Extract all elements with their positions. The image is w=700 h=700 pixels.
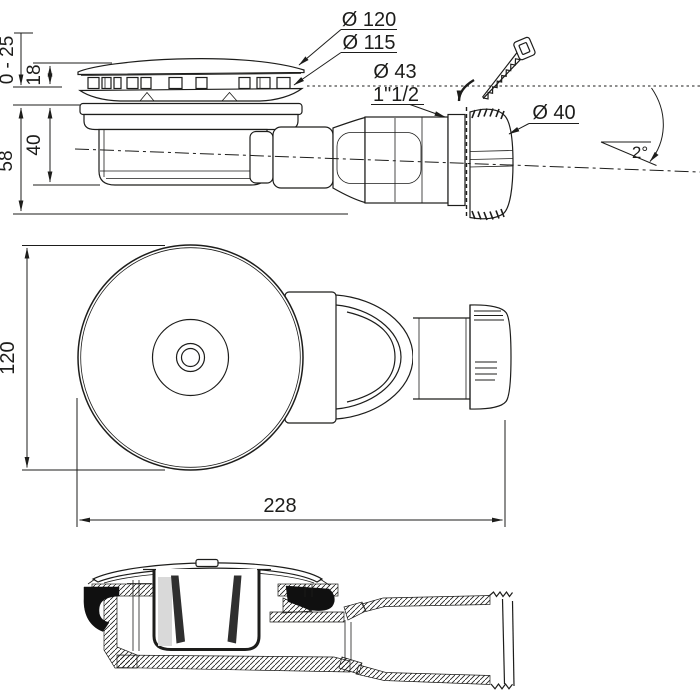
label-cap-diameter: Ø 120 — [342, 9, 396, 31]
water-shading — [158, 577, 172, 646]
top-cap-circle — [77, 244, 304, 471]
dim-cap-diameter: 120 — [0, 341, 19, 374]
right-fin — [227, 575, 242, 644]
dim-overall-length: 228 — [263, 495, 296, 517]
side-view: 0 - 25 18 40 58 — [0, 9, 700, 221]
label-nut-diameter: Ø 40 — [532, 102, 575, 124]
flange-disc — [78, 87, 304, 102]
label-flange-diameter: Ø 115 — [343, 32, 396, 54]
top-compression-nut — [469, 304, 512, 410]
pipe-centerline — [74, 148, 700, 173]
cap-dome — [77, 58, 305, 76]
section-view — [83, 558, 515, 690]
main-flange — [79, 102, 303, 116]
dim-total-height: 58 — [0, 150, 17, 171]
outlet-pipe — [249, 113, 466, 207]
dim-depth-range: 0 - 25 — [0, 36, 18, 85]
section-threaded-end — [488, 590, 515, 690]
label-outlet-thread: 1"1/2 — [373, 84, 419, 106]
slope-indicator: 2° — [600, 87, 664, 166]
label-outlet-diameter: Ø 43 — [373, 61, 416, 83]
dim-grate-height: 18 — [24, 64, 45, 85]
trap-body — [98, 128, 268, 186]
top-outlet-assembly — [284, 291, 512, 424]
side-drain-body — [77, 58, 514, 221]
dim-body-height: 40 — [24, 134, 45, 155]
right-gasket-seal — [285, 585, 335, 611]
left-fin — [171, 575, 185, 644]
section-siphon-cup — [143, 568, 271, 651]
saw-icon — [482, 36, 536, 100]
side-labels: Ø 120 Ø 115 Ø 43 1"1/2 Ø 40 — [293, 9, 579, 135]
left-gasket-seal — [83, 586, 120, 632]
top-dimensions: 120 228 — [0, 245, 506, 527]
label-slope-angle: 2° — [632, 143, 648, 162]
compression-nut — [469, 108, 514, 221]
side-extension-lines — [13, 32, 348, 215]
grate-slots — [87, 76, 291, 90]
top-view: 120 228 — [0, 244, 512, 527]
cut-here-arrow-icon — [456, 78, 475, 102]
